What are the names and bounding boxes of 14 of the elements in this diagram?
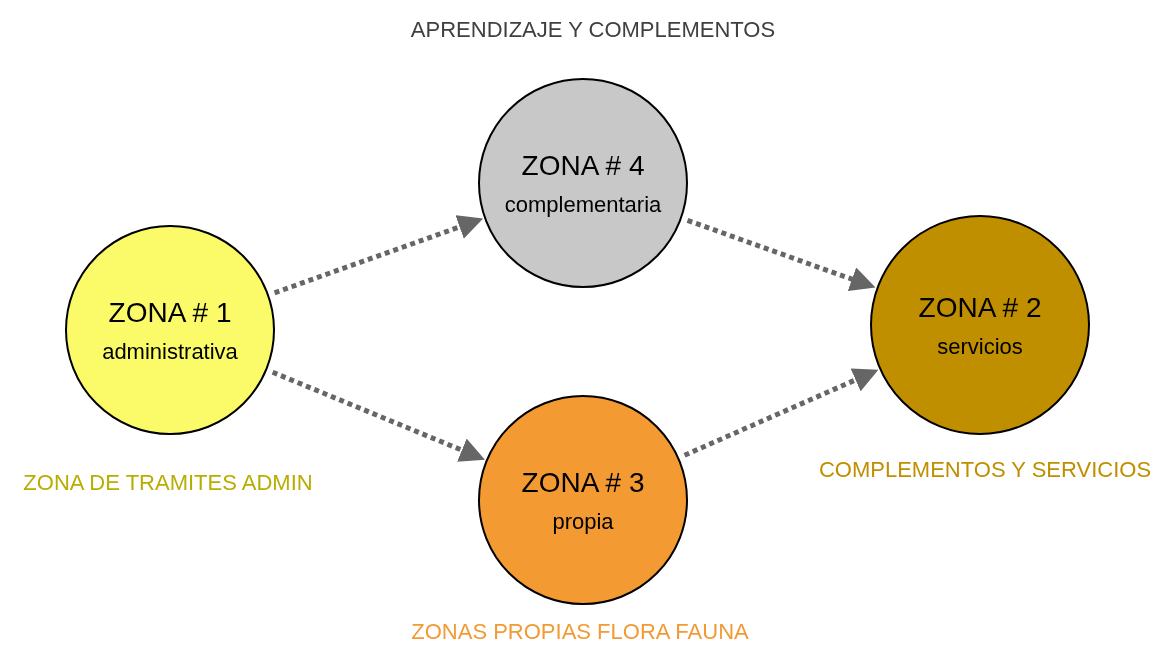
zone-title: ZONA # 1 (108, 295, 232, 330)
zone-caption: ZONAS PROPIAS FLORA FAUNA (411, 621, 749, 643)
zone-title: ZONA # 2 (918, 290, 1042, 325)
zone-subtitle: propia (552, 507, 614, 536)
dotted-arrow (683, 368, 879, 458)
zone-caption: ZONA DE TRAMITES ADMIN (23, 472, 313, 494)
zone-subtitle: administrativa (102, 337, 238, 366)
zone-subtitle: servicios (937, 332, 1023, 361)
zone-caption: APRENDIZAJE Y COMPLEMENTOS (410, 19, 776, 41)
zone-title: ZONA # 4 (521, 148, 645, 183)
zone-subtitle: complementaria (504, 190, 662, 219)
zone-caption: COMPLEMENTOS Y SERVICIOS (818, 459, 1152, 481)
dotted-arrow (271, 369, 485, 462)
zone-title: ZONA # 3 (521, 465, 645, 500)
